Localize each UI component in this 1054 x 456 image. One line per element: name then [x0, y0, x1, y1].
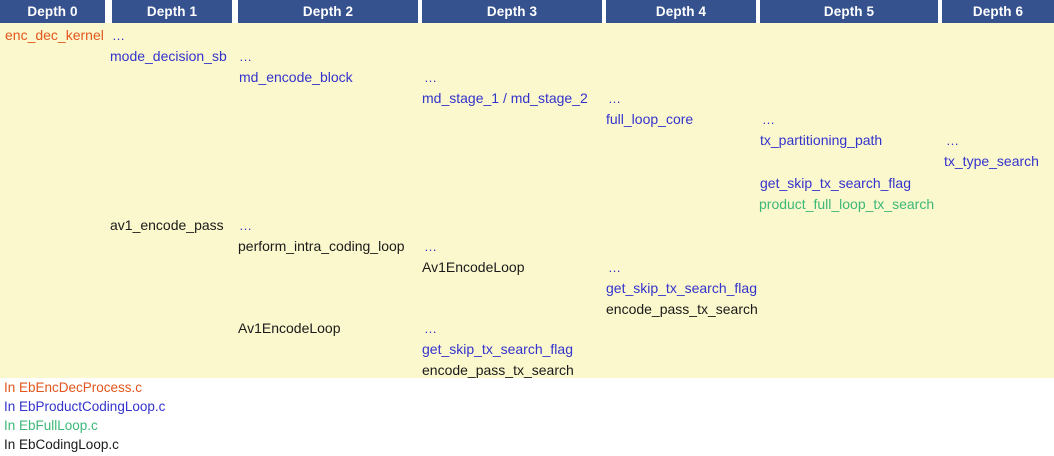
legend-entry: In EbFullLoop.c: [4, 418, 98, 433]
call-tree-node: av1_encode_pass: [110, 217, 224, 233]
call-tree-ellipsis: …: [239, 218, 253, 233]
call-tree-node: perform_intra_coding_loop: [238, 238, 405, 254]
call-tree-ellipsis: …: [424, 70, 438, 85]
call-tree-node: mode_decision_sb: [110, 48, 227, 64]
call-tree-node: encode_pass_tx_search: [422, 362, 574, 378]
depth-header-cell: Depth 0: [0, 0, 105, 23]
call-tree-node: enc_dec_kernel: [5, 27, 104, 43]
depth-header-cell: Depth 5: [760, 0, 938, 23]
call-tree-body: enc_dec_kernel … mode_decision_sb … md_encod…: [0, 23, 1054, 378]
depth-header-cell: Depth 3: [422, 0, 602, 23]
call-tree-node: Av1EncodeLoop: [238, 320, 341, 336]
call-tree-node: Av1EncodeLoop: [422, 259, 525, 275]
call-tree-node: encode_pass_tx_search: [606, 301, 758, 317]
legend: In EbEncDecProcess.c In EbProductCodingLo…: [0, 378, 1054, 456]
call-tree-node: full_loop_core: [606, 111, 694, 127]
call-tree-node: md_encode_block: [239, 69, 353, 85]
legend-entry: In EbEncDecProcess.c: [4, 380, 143, 395]
depth-header-cell: Depth 6: [942, 0, 1054, 23]
depth-header-cell: Depth 2: [238, 0, 418, 23]
call-tree-ellipsis: …: [424, 239, 438, 254]
call-tree-node: tx_type_search: [944, 153, 1039, 169]
call-tree-ellipsis: …: [608, 91, 622, 106]
call-tree-node: md_stage_1 / md_stage_2: [422, 90, 588, 106]
depth-header-cell: Depth 1: [112, 0, 232, 23]
call-tree-node: tx_partitioning_path: [760, 132, 883, 148]
call-tree-ellipsis: …: [946, 133, 960, 148]
call-tree-node: get_skip_tx_search_flag: [760, 175, 911, 191]
call-tree-ellipsis: …: [424, 321, 438, 336]
call-tree-node: get_skip_tx_search_flag: [606, 280, 757, 296]
call-tree-ellipsis: …: [608, 260, 622, 275]
call-tree-ellipsis: …: [239, 49, 253, 64]
legend-entry: In EbProductCodingLoop.c: [4, 399, 166, 414]
depth-header-cell: Depth 4: [606, 0, 756, 23]
call-tree-ellipsis: …: [762, 112, 776, 127]
call-tree-node: product_full_loop_tx_search: [759, 196, 935, 212]
legend-entry: In EbCodingLoop.c: [4, 437, 119, 452]
call-tree-ellipsis: …: [112, 28, 126, 43]
call-tree-node: get_skip_tx_search_flag: [422, 341, 573, 357]
